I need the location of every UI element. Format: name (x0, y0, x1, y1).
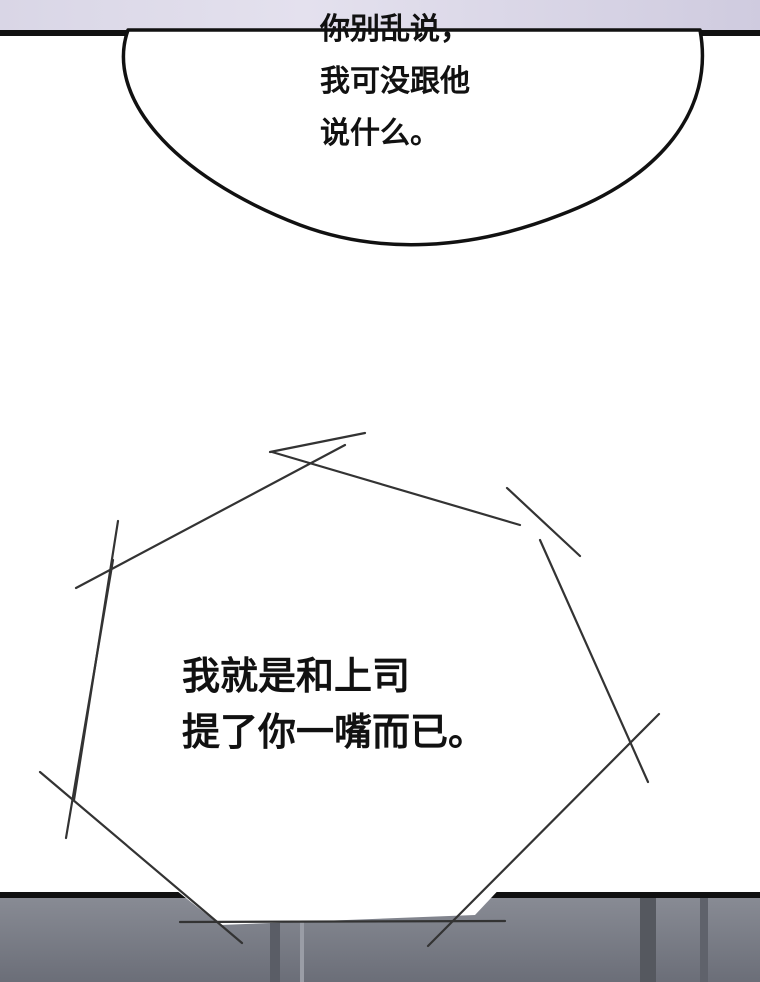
bottom-panel-detail (640, 898, 656, 982)
spiky-bubble-fill (62, 460, 635, 925)
dialogue-line: 提了你一嘴而已。 (182, 710, 487, 754)
dialogue-line: 你别乱说， (320, 12, 470, 47)
dialogue-line: 说什么。 (320, 116, 440, 151)
bottom-panel-detail (270, 898, 280, 982)
spiky-bubble-outline (38, 431, 661, 948)
bottom-panel-detail (300, 898, 304, 982)
bottom-panel-detail (700, 898, 708, 982)
center-bubble-dialogue: 我就是和上司 提了你一嘴而已。 (182, 648, 486, 760)
top-speech-bubble (121, 28, 705, 247)
top-bubble-dialogue: 你别乱说， 我可没跟他 说什么。 (320, 4, 470, 160)
dialogue-line: 我可没跟他 (320, 64, 470, 99)
dialogue-line: 我就是和上司 (182, 654, 411, 698)
